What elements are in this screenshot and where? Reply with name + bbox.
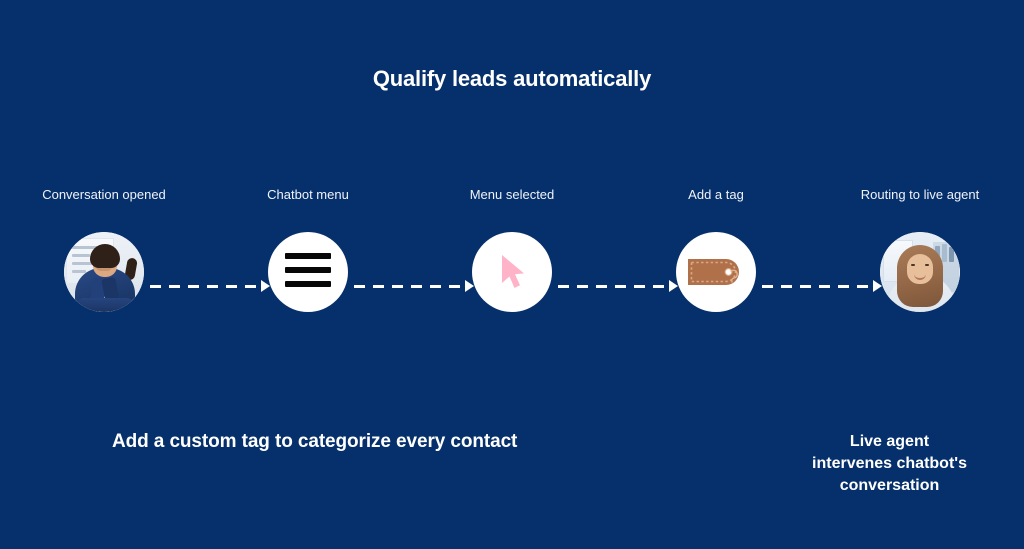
hamburger-menu-icon[interactable] (285, 253, 331, 291)
flow-diagram: Conversation opened (0, 186, 1024, 346)
flow-step-label: Menu selected (469, 187, 555, 202)
flow-step-label: Add a tag (688, 187, 744, 202)
avatar-hijab-woman-photo (880, 232, 960, 312)
caption-add-custom-tag: Add a custom tag to categorize every con… (112, 431, 518, 452)
connector-arrow-2 (354, 280, 476, 292)
caption-live-agent-intervenes: Live agent intervenes chatbot's conversa… (812, 433, 967, 494)
page-title: Qualify leads automatically (372, 66, 652, 91)
flow-step-conversation-opened[interactable]: Conversation opened (24, 186, 184, 312)
price-tag-icon (686, 255, 746, 289)
add-tag-circle (676, 232, 756, 312)
flow-step-chatbot-menu[interactable]: Chatbot menu (228, 186, 388, 312)
flow-step-add-a-tag[interactable]: Add a tag (636, 186, 796, 312)
avatar-businesswoman-photo (64, 232, 144, 312)
connector-arrow-4 (762, 280, 884, 292)
menu-selected-circle (472, 232, 552, 312)
flow-step-label: Conversation opened (42, 187, 166, 202)
flow-step-label: Chatbot menu (267, 187, 349, 202)
connector-arrow-3 (558, 280, 680, 292)
connector-arrow-1 (150, 280, 272, 292)
chatbot-menu-circle (268, 232, 348, 312)
mouse-cursor-icon (492, 251, 532, 293)
flow-step-menu-selected[interactable]: Menu selected (432, 186, 592, 312)
flow-step-routing-to-live-agent[interactable]: Routing to live agent (840, 186, 1000, 312)
flow-step-label: Routing to live agent (860, 187, 980, 202)
